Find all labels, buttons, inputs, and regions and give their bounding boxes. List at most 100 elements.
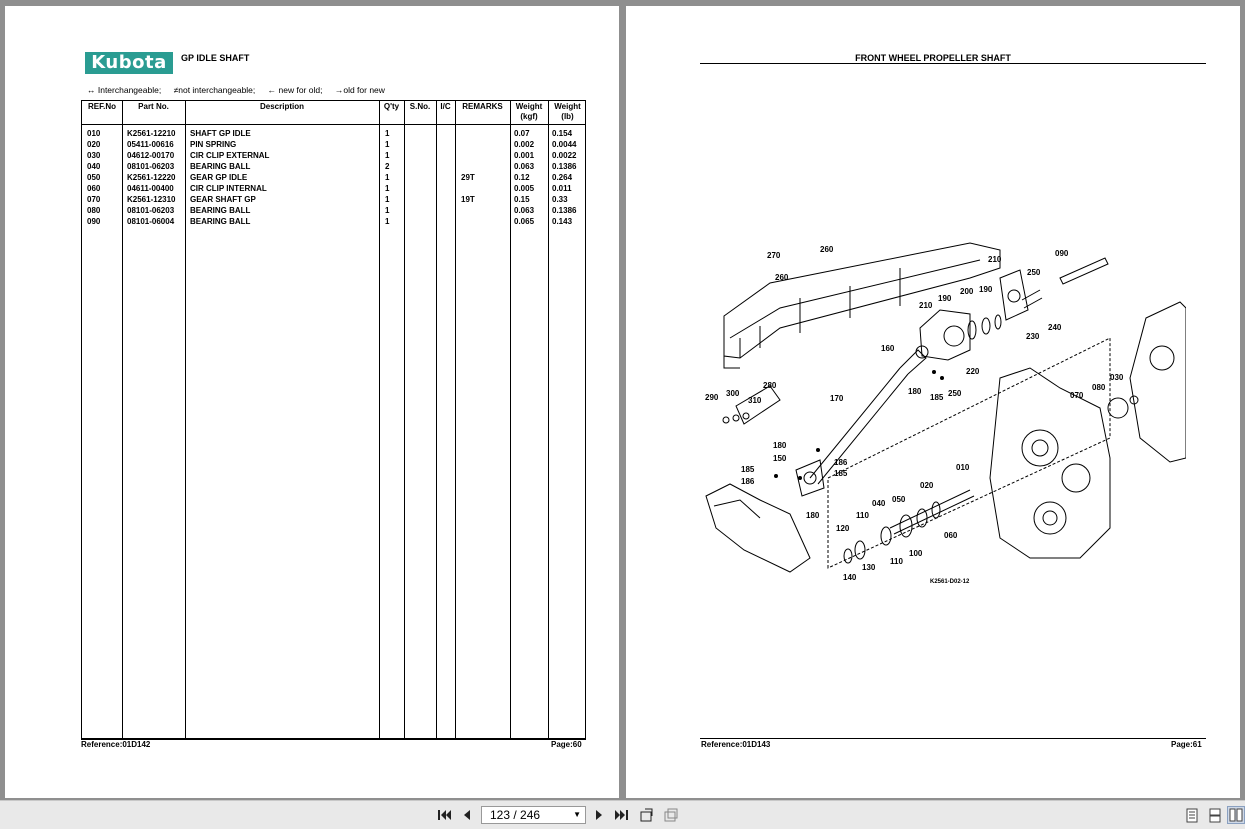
cell-desc: BEARING BALL xyxy=(190,162,251,171)
cell-lb: 0.0044 xyxy=(552,140,577,149)
cell-part: 04612-00170 xyxy=(127,151,175,160)
continuous-icon[interactable] xyxy=(1206,806,1224,824)
svg-text:090: 090 xyxy=(1055,249,1069,258)
page-number: Page:60 xyxy=(551,740,582,749)
cell-qty: 1 xyxy=(385,184,390,193)
cell-desc: SHAFT GP IDLE xyxy=(190,129,251,138)
cell-kgf: 0.063 xyxy=(514,206,535,215)
rotate-icon[interactable] xyxy=(638,806,656,824)
legend-item: ↔ Interchangeable; xyxy=(87,85,162,95)
svg-text:160: 160 xyxy=(881,344,895,353)
cell-qty: 2 xyxy=(385,162,390,171)
cell-kgf: 0.063 xyxy=(514,162,535,171)
svg-text:110: 110 xyxy=(856,511,869,520)
viewer-toolbar: 123 / 246 ▼ xyxy=(0,800,1245,829)
cell-kgf: 0.12 xyxy=(514,173,530,182)
first-page-icon[interactable] xyxy=(436,806,454,824)
svg-text:210: 210 xyxy=(919,301,933,310)
svg-text:190: 190 xyxy=(979,285,993,294)
diagram-code: K2561-D02-12 xyxy=(930,579,970,585)
svg-text:220: 220 xyxy=(966,367,980,376)
fit-icon[interactable] xyxy=(662,806,680,824)
col-header-description: Description xyxy=(259,102,304,111)
legend-item: ≠not interchangeable; xyxy=(173,85,256,95)
legend-item: ← new for old; xyxy=(267,85,323,95)
two-page-icon[interactable] xyxy=(1227,806,1245,824)
col-header-sno: S.No. xyxy=(409,102,431,111)
page-reference: Reference:01D143 xyxy=(701,740,771,749)
svg-text:060: 060 xyxy=(944,531,958,540)
interchange-legend: ↔ Interchangeable; ≠not interchangeable;… xyxy=(87,85,395,95)
svg-text:230: 230 xyxy=(1026,332,1040,341)
cell-lb: 0.011 xyxy=(552,184,572,193)
cell-kgf: 0.07 xyxy=(514,129,530,138)
cell-part: K2561-12210 xyxy=(127,129,176,138)
cell-desc: BEARING BALL xyxy=(190,217,251,226)
previous-page-icon[interactable] xyxy=(458,806,476,824)
chevron-down-icon: ▼ xyxy=(573,810,581,819)
svg-text:290: 290 xyxy=(705,393,719,402)
svg-text:040: 040 xyxy=(872,499,886,508)
cell-ref: 030 xyxy=(87,151,101,160)
cell-desc: GEAR GP IDLE xyxy=(190,173,248,182)
cell-ref: 070 xyxy=(87,195,101,204)
legend-item: →old for new xyxy=(334,85,385,95)
section-title: FRONT WHEEL PROPELLER SHAFT xyxy=(855,53,1011,63)
svg-text:300: 300 xyxy=(726,389,740,398)
svg-text:186: 186 xyxy=(834,458,848,467)
svg-text:190: 190 xyxy=(938,294,952,303)
svg-text:150: 150 xyxy=(773,454,787,463)
svg-text:180: 180 xyxy=(908,387,922,396)
svg-text:200: 200 xyxy=(960,287,974,296)
cell-desc: BEARING BALL xyxy=(190,206,251,215)
svg-text:240: 240 xyxy=(1048,323,1062,332)
single-page-icon[interactable] xyxy=(1183,806,1201,824)
cell-part: K2561-12220 xyxy=(127,173,176,182)
cell-ref: 080 xyxy=(87,206,101,215)
svg-text:120: 120 xyxy=(836,524,850,533)
exploded-parts-diagram: 270 260 260 210 090 250 210 190 200 190 … xyxy=(705,242,1186,585)
next-page-icon[interactable] xyxy=(590,806,608,824)
svg-text:180: 180 xyxy=(806,511,820,520)
svg-text:100: 100 xyxy=(909,549,923,558)
svg-text:180: 180 xyxy=(773,441,787,450)
cell-remarks: 19T xyxy=(461,195,475,204)
last-page-icon[interactable] xyxy=(612,806,630,824)
svg-text:210: 210 xyxy=(988,255,1002,264)
cell-lb: 0.1386 xyxy=(552,206,577,215)
col-header-weight-kgf: Weight (kgf) xyxy=(515,102,543,121)
svg-text:110: 110 xyxy=(890,557,903,566)
svg-text:250: 250 xyxy=(1027,268,1041,277)
col-header-qty: Q'ty xyxy=(383,102,400,111)
svg-text:140: 140 xyxy=(843,573,857,582)
page-number: Page:61 xyxy=(1171,740,1202,749)
cell-part: 08101-06004 xyxy=(127,217,175,226)
cell-qty: 1 xyxy=(385,129,390,138)
svg-text:280: 280 xyxy=(763,381,777,390)
svg-text:030: 030 xyxy=(1110,373,1124,382)
svg-text:050: 050 xyxy=(892,495,906,504)
svg-text:186: 186 xyxy=(741,477,755,486)
cell-lb: 0.154 xyxy=(552,129,573,138)
cell-part: 08101-06203 xyxy=(127,206,175,215)
cell-ref: 090 xyxy=(87,217,101,226)
cell-ref: 010 xyxy=(87,129,101,138)
cell-qty: 1 xyxy=(385,217,390,226)
cell-kgf: 0.005 xyxy=(514,184,535,193)
cell-qty: 1 xyxy=(385,140,390,149)
svg-text:020: 020 xyxy=(920,481,934,490)
svg-text:270: 270 xyxy=(767,251,781,260)
cell-lb: 0.1386 xyxy=(552,162,577,171)
cell-ref: 050 xyxy=(87,173,101,182)
svg-text:185: 185 xyxy=(834,469,848,478)
page-indicator: 123 / 246 xyxy=(490,808,541,822)
page-number-input[interactable]: 123 / 246 ▼ xyxy=(481,806,586,824)
col-header-weight-lb: Weight (lb) xyxy=(554,102,581,121)
